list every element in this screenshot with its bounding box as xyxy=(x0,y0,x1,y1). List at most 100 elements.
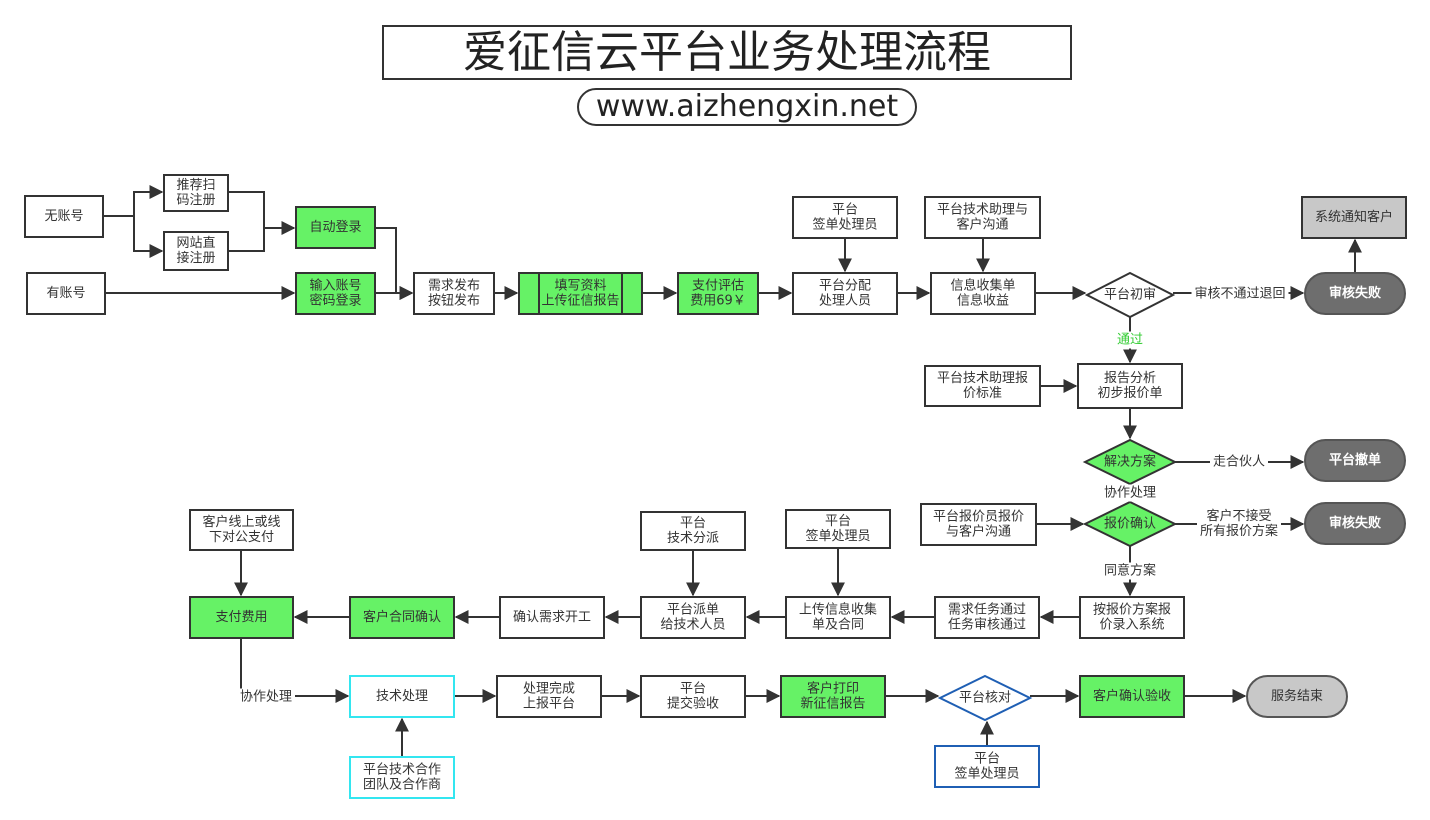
node-auto-login: 自动登录 xyxy=(295,206,376,249)
node-shape xyxy=(780,675,886,718)
node-label: 确认需求开工 xyxy=(513,610,591,625)
node-shape xyxy=(189,509,294,551)
node-label: 码注册 xyxy=(176,193,215,208)
node-label: 新征信报告 xyxy=(800,696,865,712)
node-review-fail-2: 审核失败 xyxy=(1304,502,1406,545)
node-shape xyxy=(163,231,229,271)
edge-label-text: 客户不接受 xyxy=(1206,508,1271,524)
node-shape xyxy=(349,756,455,799)
node-shape xyxy=(349,596,455,639)
node-shape xyxy=(1079,596,1185,639)
page-title: 爱征信云平台业务处理流程 xyxy=(382,25,1072,80)
node-label: 报价确认 xyxy=(1104,517,1156,532)
label-bg xyxy=(1101,562,1159,580)
node-shape xyxy=(1082,500,1178,548)
node-label: 审核失败 xyxy=(1329,515,1381,531)
node-shape xyxy=(934,596,1040,639)
node-label: 网站直 xyxy=(176,236,215,251)
node-label: 初步报价单 xyxy=(1097,386,1162,401)
node-client-accept: 客户确认验收 xyxy=(1079,675,1185,718)
node-shape xyxy=(677,272,759,315)
node-shape xyxy=(1079,675,1185,718)
label-bg xyxy=(1210,453,1268,471)
node-label: 需求发布 xyxy=(428,278,480,294)
node-shape xyxy=(640,511,746,551)
node-shape xyxy=(785,596,891,639)
edge-label-text: 审核不通过退回 xyxy=(1194,287,1285,302)
nodes: 无账号推荐扫码注册网站直接注册有账号自动登录输入账号密码登录需求发布按钮发布填写… xyxy=(24,174,1407,799)
node-contract-confirm: 客户合同确认 xyxy=(349,596,455,639)
node-label: 上传征信报告 xyxy=(541,294,619,309)
node-shape xyxy=(349,675,455,718)
node-label: 任务审核通过 xyxy=(948,617,1026,633)
label-bg xyxy=(1114,331,1146,349)
label-bg xyxy=(237,688,295,706)
node-shape xyxy=(496,675,602,718)
node-label: 平台 xyxy=(832,203,858,218)
node-label: 平台报价员报价 xyxy=(933,510,1024,525)
node-shape xyxy=(1304,502,1406,545)
node-service-end: 服务结束 xyxy=(1246,675,1348,718)
node-label: 平台核对 xyxy=(959,691,1011,706)
node-platform-withdraw: 平台撤单 xyxy=(1304,439,1406,482)
node-label: 平台 xyxy=(825,514,851,529)
node-shape xyxy=(295,272,376,315)
node-label: 与客户沟通 xyxy=(946,524,1011,540)
node-label: 信息收益 xyxy=(957,293,1009,309)
node-notify-client: 系统通知客户 xyxy=(1301,196,1407,239)
node-shape xyxy=(937,674,1033,722)
label-partner: 走合伙人 xyxy=(1210,453,1268,471)
node-label: 信息收集单 xyxy=(950,278,1015,294)
edge-scan-join xyxy=(229,191,265,228)
node-label: 技术分派 xyxy=(667,531,719,546)
node-label: 处理完成 xyxy=(523,682,575,697)
node-label: 提交验收 xyxy=(667,696,719,712)
node-label: 签单处理员 xyxy=(805,528,870,544)
label-pass: 通过 xyxy=(1114,331,1146,349)
node-label: 有账号 xyxy=(46,286,85,301)
node-shape xyxy=(163,174,229,212)
node-label: 客户沟通 xyxy=(956,217,1008,233)
node-label: 上报平台 xyxy=(523,697,575,712)
label-assist-2: 协作处理 xyxy=(237,688,295,706)
node-label: 平台技术合作 xyxy=(363,763,441,778)
node-shape xyxy=(785,509,891,549)
label-assist-1: 协作处理 xyxy=(1101,484,1159,502)
node-shape xyxy=(1246,675,1348,718)
node-label: 平台撤单 xyxy=(1329,452,1381,468)
label-review-return: 审核不通过退回 xyxy=(1191,285,1289,303)
node-label: 上传信息收集 xyxy=(799,602,877,618)
node-shape xyxy=(792,196,898,239)
node-confirm-start: 确认需求开工 xyxy=(499,596,605,639)
node-label: 输入账号 xyxy=(309,278,361,294)
node-label: 推荐扫 xyxy=(176,178,215,193)
node-pay-fee: 支付费用 xyxy=(189,596,294,639)
node-label: 客户线上或线 xyxy=(202,514,280,530)
node-label: 平台派单 xyxy=(667,603,719,618)
node-label: 给技术人员 xyxy=(660,618,725,633)
node-solution: 解决方案 xyxy=(1082,438,1178,486)
node-label: 无账号 xyxy=(44,209,83,224)
node-shape xyxy=(930,272,1036,315)
label-bg xyxy=(1191,285,1289,303)
node-label: 审核失败 xyxy=(1329,285,1381,301)
page-subtitle: www.aizhengxin.net xyxy=(577,88,917,126)
node-shape xyxy=(413,272,495,315)
node-shape xyxy=(24,195,104,238)
edge-split-web xyxy=(133,216,164,258)
